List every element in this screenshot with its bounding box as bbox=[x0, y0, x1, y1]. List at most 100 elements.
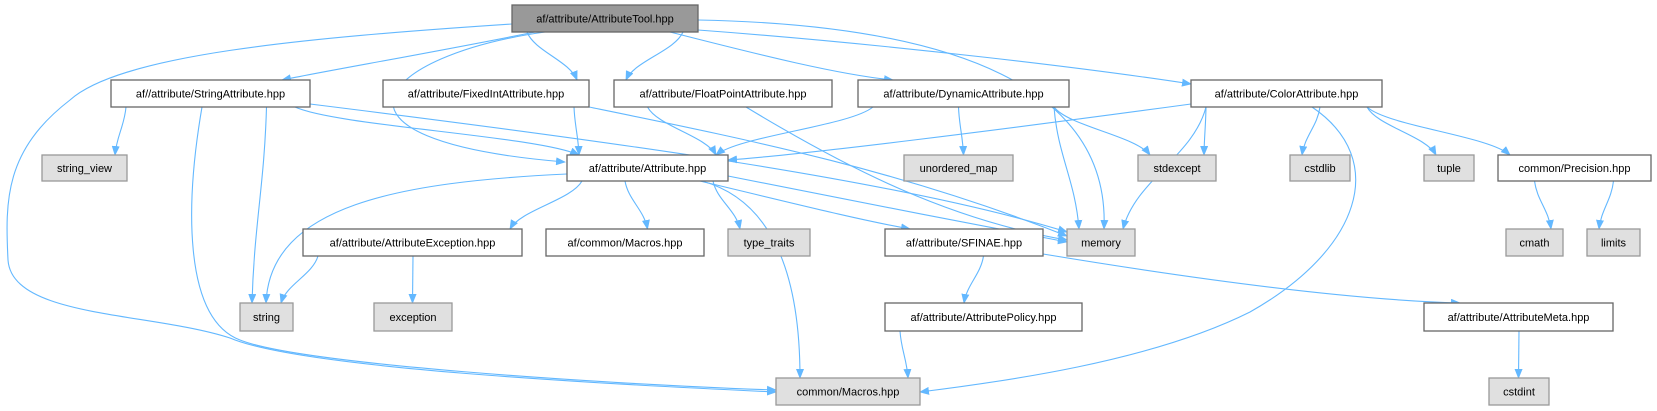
nodes-layer: af/attribute/AttributeTool.hpp af//attrib… bbox=[41, 4, 1652, 406]
edge-attribute-to-commonmacros bbox=[701, 180, 804, 379]
node-label: af/attribute/AttributeException.hpp bbox=[330, 238, 496, 250]
node-box bbox=[566, 154, 729, 182]
edge-stringattr-to-attribute bbox=[294, 106, 580, 156]
node-label: af/attribute/AttributePolicy.hpp bbox=[911, 312, 1057, 324]
node-floatpoint[interactable]: af/attribute/FloatPointAttribute.hpp bbox=[613, 79, 833, 108]
edge-attribute-to-string bbox=[262, 173, 568, 304]
node-box bbox=[1488, 377, 1550, 406]
node-stdexcept: stdexcept bbox=[1137, 154, 1217, 182]
edge-attribute-to-attrexception bbox=[509, 180, 583, 230]
node-attribute[interactable]: af/attribute/Attribute.hpp bbox=[566, 154, 729, 182]
edges-layer bbox=[6, 19, 1615, 396]
edge-dynamic-to-stdexcept bbox=[1053, 106, 1151, 156]
node-unordered_map: unordered_map bbox=[903, 154, 1014, 182]
node-label: af//attribute/StringAttribute.hpp bbox=[136, 89, 285, 101]
node-label: common/Precision.hpp bbox=[1519, 163, 1631, 175]
node-box bbox=[1586, 228, 1641, 257]
edge-floatpoint-to-attribute bbox=[647, 106, 717, 156]
node-commonmacros: common/Macros.hpp bbox=[775, 377, 921, 406]
node-cmath: cmath bbox=[1505, 228, 1564, 257]
node-box bbox=[1289, 154, 1351, 182]
edge-fixedint-to-memory bbox=[588, 106, 1068, 237]
edge-stringattr-to-commonmacros bbox=[191, 106, 777, 394]
node-box bbox=[775, 377, 921, 406]
edge-attribute-to-afmacros bbox=[624, 180, 650, 230]
node-label: limits bbox=[1601, 238, 1627, 250]
node-string_view: string_view bbox=[41, 154, 128, 182]
edge-color-to-cstdlib bbox=[1299, 106, 1321, 156]
node-box bbox=[1423, 154, 1475, 182]
node-label: string_view bbox=[57, 163, 112, 175]
node-label: af/attribute/FixedIntAttribute.hpp bbox=[408, 89, 565, 101]
node-label: af/attribute/SFINAE.hpp bbox=[906, 238, 1022, 250]
node-label: af/attribute/ColorAttribute.hpp bbox=[1215, 89, 1359, 101]
edge-meta-to-cstdint bbox=[1514, 330, 1523, 379]
node-box bbox=[382, 79, 590, 108]
node-label: unordered_map bbox=[920, 163, 998, 175]
node-label: stdexcept bbox=[1153, 163, 1200, 175]
node-box bbox=[884, 302, 1083, 332]
node-box bbox=[302, 228, 523, 257]
edge-stringattr-to-string bbox=[248, 106, 268, 304]
node-label: af/attribute/DynamicAttribute.hpp bbox=[883, 89, 1043, 101]
node-limits: limits bbox=[1586, 228, 1641, 257]
edge-tool-to-floatpoint bbox=[625, 31, 684, 81]
node-box bbox=[373, 302, 453, 332]
node-memory: memory bbox=[1066, 228, 1136, 257]
edge-tool-to-commonmacros bbox=[6, 23, 777, 396]
node-label: common/Macros.hpp bbox=[797, 387, 900, 399]
node-label: cstdint bbox=[1503, 387, 1535, 399]
node-precision[interactable]: common/Precision.hpp bbox=[1497, 154, 1652, 182]
node-box bbox=[1066, 228, 1136, 257]
node-box bbox=[545, 228, 705, 257]
edge-attribute-to-sfinae bbox=[699, 180, 911, 232]
node-policy[interactable]: af/attribute/AttributePolicy.hpp bbox=[884, 302, 1083, 332]
node-fixedint[interactable]: af/attribute/FixedIntAttribute.hpp bbox=[382, 79, 590, 108]
node-dynamic[interactable]: af/attribute/DynamicAttribute.hpp bbox=[857, 79, 1070, 108]
edge-dynamic-to-unordered_map bbox=[957, 106, 968, 156]
edge-tool-to-fixedint bbox=[526, 31, 578, 81]
node-label: exception bbox=[389, 312, 436, 324]
edge-fixedint-to-attribute bbox=[573, 106, 583, 156]
node-label: cstdlib bbox=[1304, 163, 1335, 175]
edge-tool-to-color bbox=[697, 29, 1192, 87]
edge-color-to-attribute bbox=[727, 103, 1192, 164]
node-label: af/attribute/Attribute.hpp bbox=[589, 163, 706, 175]
edge-attribute-to-type_traits bbox=[712, 180, 743, 230]
node-string: string bbox=[239, 302, 294, 332]
node-afmacros[interactable]: af/common/Macros.hpp bbox=[545, 228, 705, 257]
edge-dynamic-to-attribute bbox=[715, 106, 874, 156]
node-tuple: tuple bbox=[1423, 154, 1475, 182]
node-box bbox=[613, 79, 833, 108]
node-box bbox=[1505, 228, 1564, 257]
node-box bbox=[903, 154, 1014, 182]
node-box bbox=[511, 4, 699, 33]
edge-color-to-stdexcept bbox=[1200, 106, 1209, 156]
edge-dynamic-to-memory bbox=[1053, 106, 1083, 230]
node-box bbox=[1190, 79, 1383, 108]
node-stringattr[interactable]: af//attribute/StringAttribute.hpp bbox=[110, 79, 311, 108]
node-sfinae[interactable]: af/attribute/SFINAE.hpp bbox=[884, 228, 1044, 257]
node-attrexception[interactable]: af/attribute/AttributeException.hpp bbox=[302, 228, 523, 257]
node-box bbox=[1497, 154, 1652, 182]
node-label: af/attribute/AttributeMeta.hpp bbox=[1448, 312, 1590, 324]
edge-attrexception-to-exception bbox=[408, 255, 417, 304]
edge-sfinae-to-policy bbox=[961, 255, 985, 304]
node-cstdint: cstdint bbox=[1488, 377, 1550, 406]
node-box bbox=[41, 154, 128, 182]
node-tool[interactable]: af/attribute/AttributeTool.hpp bbox=[511, 4, 699, 33]
node-box bbox=[1423, 302, 1614, 332]
edge-color-to-tuple bbox=[1366, 106, 1437, 156]
node-box bbox=[857, 79, 1070, 108]
node-box bbox=[1137, 154, 1217, 182]
node-label: type_traits bbox=[744, 238, 795, 250]
node-box bbox=[727, 228, 811, 257]
node-cstdlib: cstdlib bbox=[1289, 154, 1351, 182]
node-color[interactable]: af/attribute/ColorAttribute.hpp bbox=[1190, 79, 1383, 108]
node-box bbox=[239, 302, 294, 332]
node-box bbox=[110, 79, 311, 108]
edge-color-to-commonmacros bbox=[919, 106, 1357, 395]
edge-sfinae-to-meta bbox=[1042, 253, 1461, 307]
node-meta[interactable]: af/attribute/AttributeMeta.hpp bbox=[1423, 302, 1614, 332]
node-type_traits: type_traits bbox=[727, 228, 811, 257]
